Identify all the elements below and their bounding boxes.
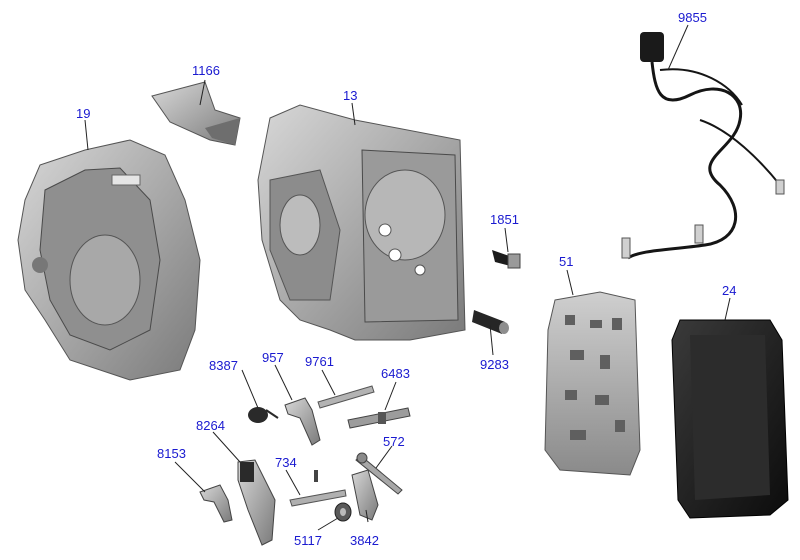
callout-734[interactable]: 734 [275, 455, 297, 470]
leader-8387 [241, 369, 259, 409]
part-8264-switch[interactable] [237, 459, 276, 546]
leader-9855 [667, 24, 689, 71]
callout-13[interactable]: 13 [343, 88, 357, 103]
callout-572[interactable]: 572 [383, 434, 405, 449]
callout-51[interactable]: 51 [559, 254, 573, 269]
leader-9761 [321, 369, 336, 396]
callout-9283[interactable]: 9283 [480, 357, 509, 372]
part-957-lever[interactable] [284, 397, 321, 446]
leader-24 [724, 297, 731, 321]
leader-1851 [504, 227, 509, 253]
leader-8264 [212, 431, 241, 463]
callout-1166[interactable]: 1166 [192, 63, 220, 78]
part-6483-shaft[interactable] [347, 407, 411, 429]
part-24-oil-pan[interactable] [671, 319, 789, 519]
callout-19[interactable]: 19 [76, 106, 90, 121]
callout-9855[interactable]: 9855 [678, 10, 707, 25]
callout-1851[interactable]: 1851 [490, 212, 519, 227]
leader-8153 [174, 461, 206, 493]
callout-9761[interactable]: 9761 [305, 354, 334, 369]
leader-5117 [317, 517, 339, 531]
leader-957 [274, 364, 293, 401]
callout-labels: 19 1166 13 9855 1851 9283 51 24 8387 957… [76, 10, 736, 548]
leader-572 [375, 445, 393, 469]
callout-24[interactable]: 24 [722, 283, 736, 298]
leader-9283 [489, 324, 494, 356]
part-8387-spring[interactable] [248, 407, 279, 423]
part-572-rod[interactable] [355, 452, 403, 495]
leader-13 [351, 102, 356, 126]
callout-6483[interactable]: 6483 [381, 366, 410, 381]
callout-957[interactable]: 957 [262, 350, 284, 365]
part-8153-lever[interactable] [199, 484, 233, 523]
part-9283-sensor[interactable] [472, 310, 509, 334]
callout-8264[interactable]: 8264 [196, 418, 225, 433]
part-19-housing[interactable] [17, 139, 201, 381]
leader-3842 [365, 509, 369, 523]
part-9855-harness[interactable] [621, 32, 785, 260]
part-734-shaft[interactable] [289, 470, 347, 507]
part-1166-shield[interactable] [151, 81, 241, 146]
leader-51 [566, 269, 574, 296]
part-51-valve-body[interactable] [544, 291, 641, 476]
callout-8387[interactable]: 8387 [209, 358, 238, 373]
leader-lines [84, 24, 731, 531]
leader-19 [84, 119, 89, 151]
callout-8153[interactable]: 8153 [157, 446, 186, 461]
callout-3842[interactable]: 3842 [350, 533, 379, 548]
part-9761-shaft[interactable] [317, 385, 375, 409]
leader-1166 [199, 79, 206, 106]
part-13-case[interactable] [257, 104, 466, 341]
part-1851-sensor[interactable] [492, 250, 521, 269]
part-3842-lever[interactable] [351, 469, 379, 521]
callout-5117[interactable]: 5117 [294, 533, 322, 548]
part-5117-seal[interactable] [334, 502, 352, 522]
leader-6483 [384, 381, 397, 411]
leader-734 [285, 469, 301, 496]
